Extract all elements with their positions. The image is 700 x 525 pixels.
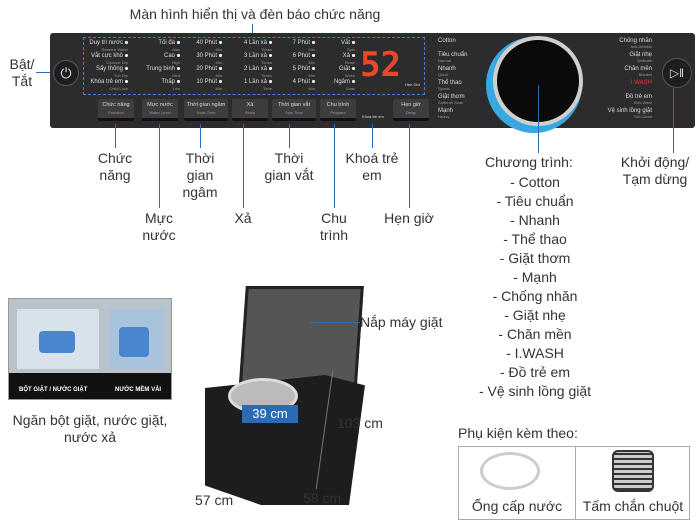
program-list-item: - Chống nhăn bbox=[492, 288, 578, 304]
program-list-item: - I.WASH bbox=[506, 345, 564, 361]
program-list-item: - Giặt thơm bbox=[499, 250, 571, 266]
digital-display: 52 bbox=[360, 45, 401, 85]
program-list-item: - Cotton bbox=[510, 174, 560, 190]
program-list-item: - Thể thao bbox=[503, 231, 567, 247]
callout-delay: Hẹn giờ bbox=[384, 210, 434, 226]
start-callout: Khởi động/ Tạm dừng bbox=[620, 154, 690, 187]
program-label: I.WASH bbox=[630, 80, 652, 86]
drawer-caption: Ngăn bột giặt, nước giặt, nước xả bbox=[12, 412, 168, 445]
callout-lock: Khoá trẻ em bbox=[345, 150, 399, 183]
callout-spin: Thời gian vắt bbox=[264, 150, 314, 183]
lid-callout: Nắp máy giặt bbox=[360, 314, 443, 330]
play-pause-icon: ▷‖ bbox=[669, 66, 685, 80]
drawer-label-detergent: BỘT GIẶT / NƯỚC GIẶT bbox=[19, 387, 88, 393]
callout-program: Chu trình bbox=[319, 210, 348, 243]
accessories-title: Phụ kiện kèm theo: bbox=[458, 425, 578, 441]
drum-dimension: 39 cm bbox=[242, 405, 298, 423]
power-icon: ⏻ bbox=[60, 65, 72, 81]
program-label: Cotton bbox=[438, 38, 456, 44]
width-dimension: 57 cm bbox=[195, 492, 234, 508]
drawer-label-softener: NƯỚC MỀM VẢI bbox=[115, 387, 162, 393]
callout-water: Mực nước bbox=[142, 210, 176, 243]
program-list-item: - Giặt nhẹ bbox=[504, 307, 566, 323]
accessory-rodent-guard: Tấm chắn chuột bbox=[582, 498, 684, 514]
water-hose-image bbox=[480, 452, 540, 490]
indicator-area bbox=[83, 37, 425, 95]
accessories-box bbox=[458, 446, 690, 520]
power-button[interactable]: ⏻ bbox=[53, 60, 79, 86]
program-list-item: - Chăn mền bbox=[498, 326, 572, 342]
power-callout: Bật/ Tắt bbox=[9, 56, 35, 89]
depth-dimension: 58 cm bbox=[303, 490, 342, 506]
callout-rinse: Xả bbox=[234, 210, 252, 226]
detergent-drawer-image: BỘT GIẶT / NƯỚC GIẶT NƯỚC MỀM VẢI bbox=[8, 298, 172, 400]
child-lock-indicator: Khóa trẻ em bbox=[362, 114, 384, 119]
program-list-title: Chương trình: bbox=[485, 154, 573, 170]
start-pause-button[interactable]: ▷‖ bbox=[662, 58, 692, 88]
program-list-item: - Vệ sinh lồng giặt bbox=[478, 383, 592, 399]
rodent-guard-image bbox=[612, 450, 654, 492]
callout-soak: Thời gian ngâm bbox=[182, 150, 218, 200]
accessory-hose: Ống cấp nước bbox=[471, 498, 563, 514]
program-list-item: - Đồ trẻ em bbox=[499, 364, 570, 380]
callout-function: Chức năng bbox=[97, 150, 133, 183]
height-dimension: 103 cm bbox=[337, 415, 383, 431]
program-list-item: - Tiêu chuẩn bbox=[496, 193, 574, 209]
delay-indicator: Hẹn Giờ bbox=[405, 82, 421, 87]
program-list-item: - Nhanh bbox=[510, 212, 560, 228]
program-list-item: - Mạnh bbox=[513, 269, 557, 285]
display-callout: Màn hình hiển thị và đèn báo chức năng bbox=[129, 6, 381, 22]
